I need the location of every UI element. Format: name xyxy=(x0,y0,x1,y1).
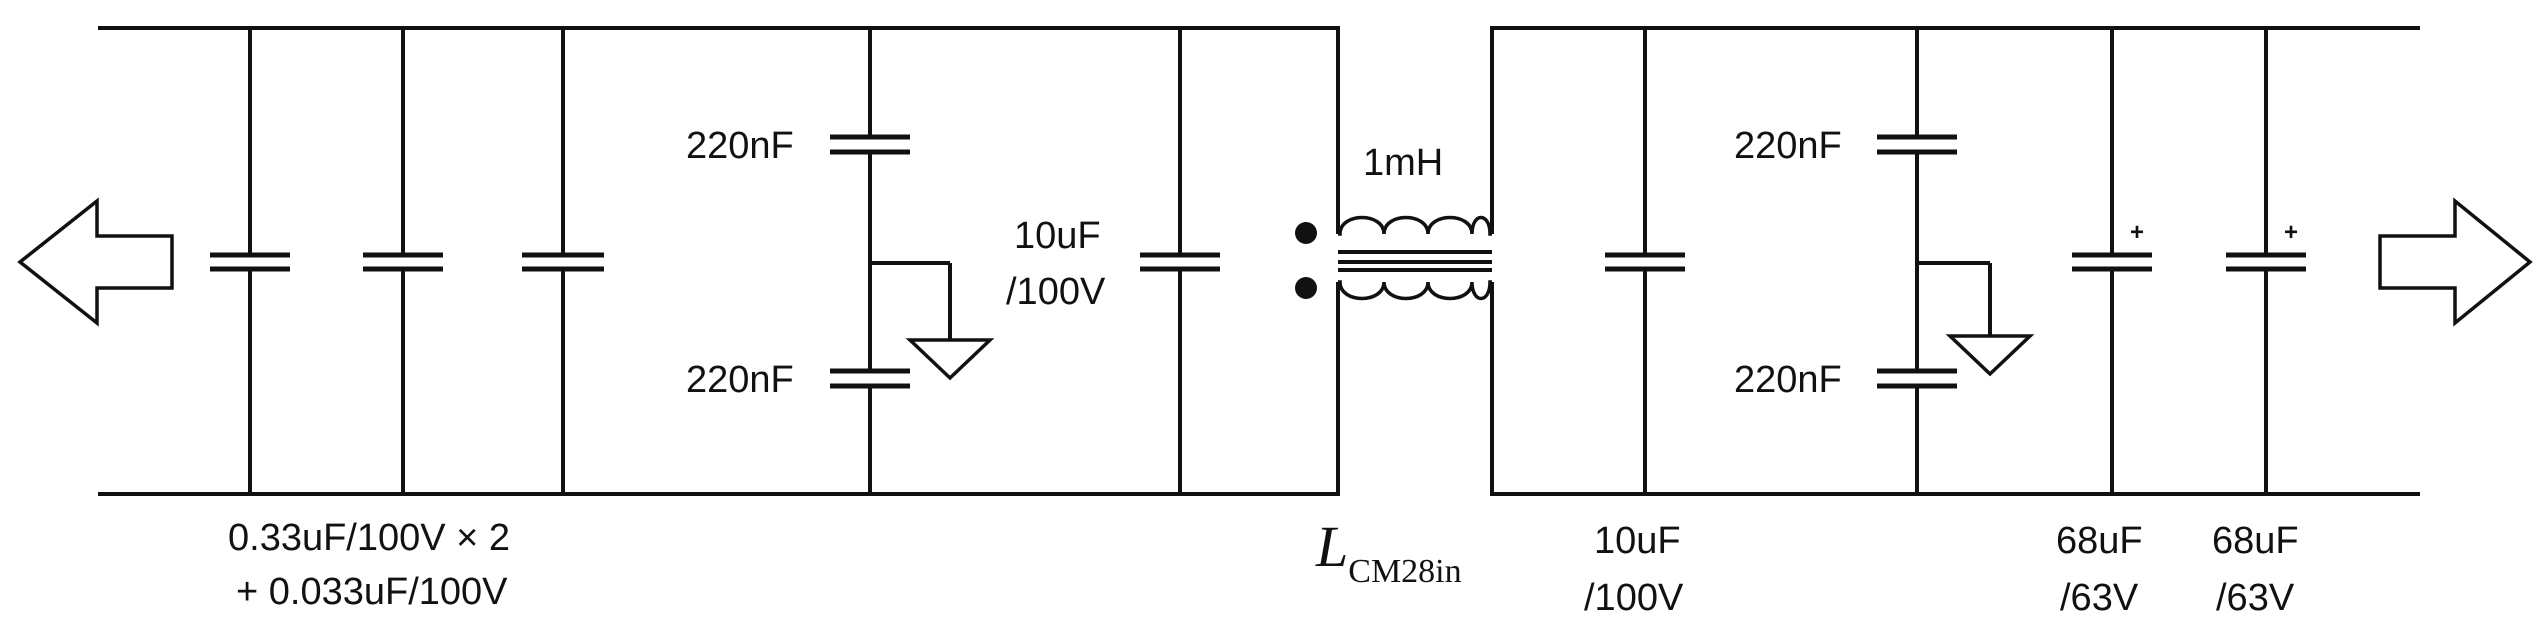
ground-icon xyxy=(1945,334,2035,377)
right-y-cap-bottom-label: 220nF xyxy=(1734,359,1842,401)
polarity-plus-icon: + xyxy=(2284,219,2298,246)
elec-cap-2-label-line2: /63V xyxy=(2216,577,2295,619)
inductor-value-label: 1mH xyxy=(1363,142,1443,184)
left-bank-label-line1: 0.33uF/100V × 2 xyxy=(228,517,510,559)
left-port-arrow xyxy=(17,197,174,327)
polarity-dot-bottom xyxy=(1295,277,1317,299)
left-y-cap-top-label: 220nF xyxy=(686,125,794,167)
capacitor-symbol xyxy=(522,28,604,494)
inductor-name-label: LCM28in xyxy=(1315,514,1462,590)
left-bulk-cap-label-line2: /100V xyxy=(1006,271,1106,313)
polarity-plus-icon: + xyxy=(2130,219,2144,246)
capacitor-symbol xyxy=(363,28,443,494)
left-bulk-capacitor xyxy=(1140,28,1220,494)
left-y-cap-pair xyxy=(830,28,995,494)
right-bulk-capacitor xyxy=(1605,28,1685,494)
winding-bottom xyxy=(1338,280,1492,301)
right-bulk-cap-label-line2: /100V xyxy=(1584,577,1684,619)
electrolytic-capacitor-2: + xyxy=(2226,28,2306,494)
left-y-cap-bottom-label: 220nF xyxy=(686,359,794,401)
left-cap-bank xyxy=(210,28,604,494)
right-y-cap-pair xyxy=(1877,28,2035,494)
right-y-cap-top-label: 220nF xyxy=(1734,125,1842,167)
left-bank-label-line2: + 0.033uF/100V xyxy=(236,571,508,613)
right-bulk-cap-label-line1: 10uF xyxy=(1594,520,1681,562)
winding-top xyxy=(1338,215,1492,236)
common-mode-choke xyxy=(1295,215,1492,301)
electrolytic-capacitor-1: + xyxy=(2072,28,2152,494)
right-port-arrow xyxy=(2378,197,2533,327)
ground-icon xyxy=(905,338,995,381)
elec-cap-1-label-line2: /63V xyxy=(2060,577,2139,619)
capacitor-symbol xyxy=(210,28,290,494)
polarity-dot-top xyxy=(1295,222,1317,244)
elec-cap-2-label-line1: 68uF xyxy=(2212,520,2299,562)
elec-cap-1-label-line1: 68uF xyxy=(2056,520,2143,562)
left-bulk-cap-label-line1: 10uF xyxy=(1014,215,1101,257)
